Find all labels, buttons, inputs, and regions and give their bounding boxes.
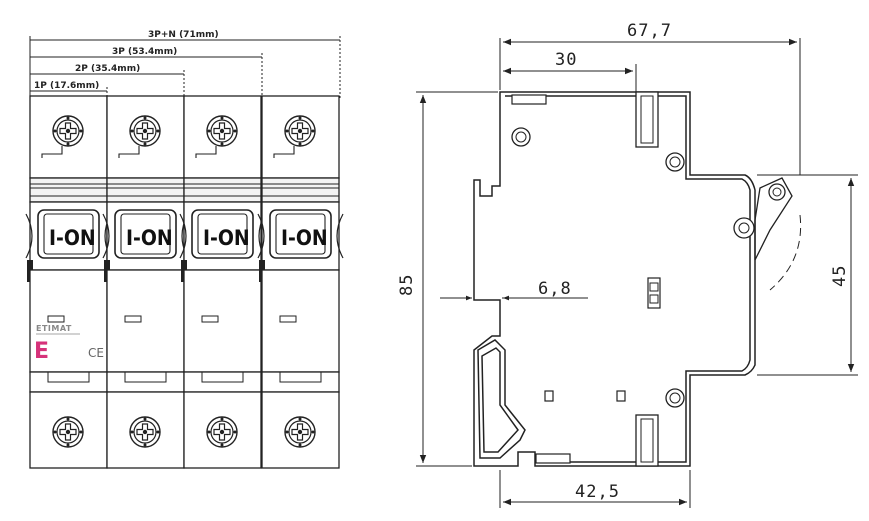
brand-text: ETIMAT bbox=[36, 324, 72, 333]
terminal-screw-icon bbox=[206, 416, 238, 448]
front-view: 3P+N (71mm) 3P (53.4mm) 2P (35.4mm) 1P (… bbox=[25, 30, 344, 469]
dim-rail-depth-value: 42,5 bbox=[575, 482, 620, 502]
handle-label: I-ON bbox=[203, 226, 250, 250]
handle-label: I-ON bbox=[281, 226, 328, 250]
pole-3 bbox=[179, 95, 266, 469]
dim-total-depth-value: 67,7 bbox=[627, 21, 672, 41]
width-label-2p: 2P (35.4mm) bbox=[75, 64, 140, 74]
pole-4 bbox=[257, 95, 344, 469]
ce-mark: CE bbox=[88, 346, 104, 360]
dim-front-height-value: 45 bbox=[830, 265, 850, 287]
dim-height bbox=[416, 91, 498, 467]
handle-label: I-ON bbox=[49, 226, 96, 250]
width-label-1p: 1P (17.6mm) bbox=[34, 81, 99, 91]
pole-1 bbox=[25, 95, 112, 469]
terminal-screw-icon bbox=[206, 115, 238, 147]
width-dimensions bbox=[29, 36, 341, 98]
terminal-screw-icon bbox=[284, 416, 316, 448]
terminal-screw-icon bbox=[284, 115, 316, 147]
brand-logo-icon: E bbox=[34, 339, 49, 364]
terminal-screw-icon bbox=[129, 416, 161, 448]
terminal-screw-icon bbox=[52, 115, 84, 147]
terminal-screw-icon bbox=[52, 416, 84, 448]
dim-height-value: 85 bbox=[397, 274, 417, 296]
dim-rail-offset-value: 6,8 bbox=[538, 279, 572, 299]
width-label-3pn: 3P+N (71mm) bbox=[148, 30, 219, 40]
dim-front-depth bbox=[503, 64, 637, 92]
width-label-3p: 3P (53.4mm) bbox=[112, 47, 177, 57]
side-body-outline bbox=[473, 91, 756, 467]
dim-rail-depth bbox=[499, 470, 691, 508]
dim-front-height bbox=[757, 174, 858, 376]
dim-front-depth-value: 30 bbox=[555, 50, 577, 70]
handle-label: I-ON bbox=[126, 226, 173, 250]
dim-total-depth bbox=[499, 38, 801, 175]
side-view: 67,7 30 85 45 6,8 bbox=[397, 21, 858, 508]
pole-2 bbox=[102, 95, 189, 469]
terminal-screw-icon bbox=[129, 115, 161, 147]
